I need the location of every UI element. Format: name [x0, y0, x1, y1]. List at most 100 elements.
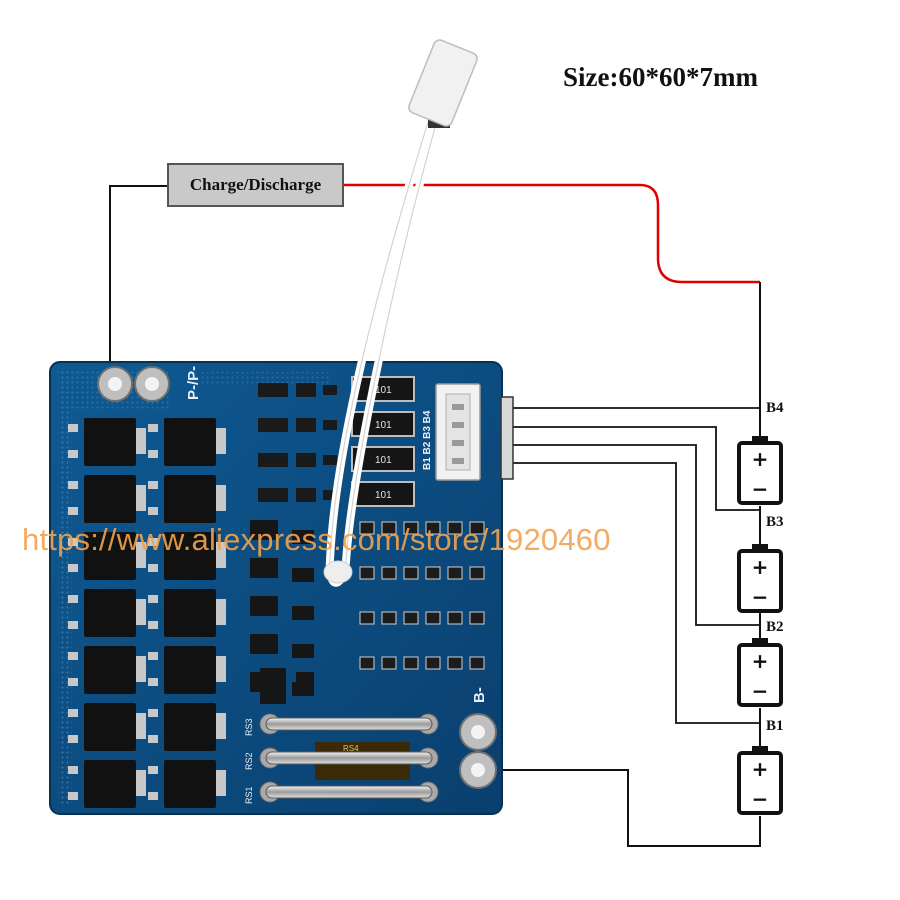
mosfet [164, 589, 216, 637]
b-minus-wire [478, 769, 761, 847]
smd-cap [359, 656, 375, 670]
battery-plus-sign: + [752, 757, 769, 781]
smd-chip [296, 488, 316, 502]
temperature-sensor [323, 39, 478, 587]
smd-ic [250, 634, 278, 654]
smd-chip [323, 455, 337, 465]
smd-cap [359, 521, 375, 535]
battery-body [737, 751, 783, 815]
battery-label-b1: B1 [766, 718, 784, 734]
battery-plus-sign: + [752, 649, 769, 673]
b-minus-label: B- [471, 687, 488, 703]
mosfet [164, 418, 216, 466]
connector-pins-label: B1 B2 B3 B4 [422, 410, 433, 470]
smd-cap [425, 566, 441, 580]
resistor-label: 101 [375, 420, 392, 431]
charge-discharge-box: Charge/Discharge [167, 163, 344, 207]
mosfet [84, 760, 136, 808]
shunt-label: RS2 [244, 752, 254, 770]
battery-body [737, 643, 783, 707]
smd-chip [296, 383, 316, 397]
shunt-bar [265, 717, 433, 731]
battery-minus-sign: − [752, 585, 769, 609]
smd-chip [323, 420, 337, 430]
size-label: Size:60*60*7mm [563, 62, 758, 92]
balance-connector: B1 B2 B3 B4 [422, 383, 481, 481]
resistor-label: 101 [375, 385, 392, 396]
smd-cap [381, 521, 397, 535]
resistor-label: 101 [375, 490, 392, 501]
battery-cell: +− [737, 544, 783, 613]
smd-cap [403, 521, 419, 535]
pads-top-label: P-/P- [185, 366, 202, 400]
smd-cap [381, 566, 397, 580]
mosfet-array [68, 418, 226, 808]
balance-wire-b2 [512, 444, 760, 626]
store-watermark: https://www.aliexpress.com/store/1920460 [22, 522, 611, 557]
smd-ic [292, 644, 314, 658]
smd-chip [258, 488, 288, 502]
rs4-label: RS4 [343, 744, 359, 753]
sense-resistor [351, 376, 415, 402]
smd-chip [258, 418, 288, 432]
resistor-label: 101 [375, 455, 392, 466]
battery-cell: +− [737, 638, 783, 707]
smd-chip [323, 490, 337, 500]
battery-plus-sign: + [752, 555, 769, 579]
smd-cap [403, 566, 419, 580]
mosfet [84, 475, 136, 523]
battery-cell: +− [737, 436, 783, 505]
smd-cap [425, 611, 441, 625]
smd-ic [296, 672, 314, 696]
mosfet [84, 532, 136, 580]
battery-body [737, 441, 783, 505]
smd-ic [250, 596, 278, 616]
battery-cell: +− [737, 746, 783, 815]
shunt-label: RS1 [244, 786, 254, 804]
battery-label-b3: B3 [766, 514, 784, 530]
shunt-label: RS3 [244, 718, 254, 736]
battery-terminal [752, 746, 768, 754]
smd-ic [260, 668, 286, 704]
smd-ic [292, 606, 314, 620]
mosfet [164, 760, 216, 808]
battery-terminal [752, 638, 768, 646]
smd-cap [381, 656, 397, 670]
smd-ic [250, 558, 278, 578]
battery-label-b2: B2 [766, 619, 784, 635]
smd-cap [359, 611, 375, 625]
smd-cap [403, 656, 419, 670]
smd-cap [447, 656, 463, 670]
smd-chip [296, 453, 316, 467]
smd-cap [403, 611, 419, 625]
smd-cap [425, 521, 441, 535]
wiring [109, 183, 761, 847]
battery-terminal [752, 436, 768, 444]
smd-ic [250, 520, 278, 540]
mosfet [84, 589, 136, 637]
smd-ic [292, 568, 314, 582]
battery-minus-sign: − [752, 477, 769, 501]
mosfet [164, 475, 216, 523]
battery-minus-sign: − [752, 787, 769, 811]
smd-cap [469, 656, 485, 670]
smd-cap [447, 611, 463, 625]
balance-wire-b1 [512, 462, 760, 724]
smd-cap [447, 566, 463, 580]
black-wire-p-minus [109, 185, 167, 380]
mosfet [164, 532, 216, 580]
smd-ic [292, 530, 314, 544]
battery-plus-sign: + [752, 447, 769, 471]
mosfet [84, 418, 136, 466]
balance-wire-b3 [512, 426, 760, 511]
smd-chip [258, 453, 288, 467]
red-wire-positive [344, 183, 760, 284]
battery-stack: +−+−+−+− [737, 436, 783, 815]
battery-body [737, 549, 783, 613]
smd-cap [381, 611, 397, 625]
smd-chip [258, 383, 288, 397]
mosfet [84, 646, 136, 694]
